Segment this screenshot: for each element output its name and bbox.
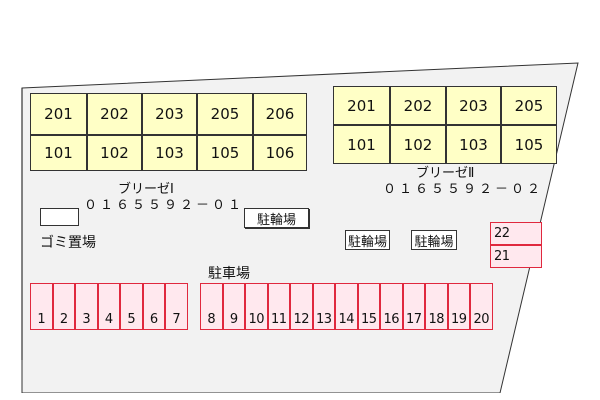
- bicycle-parking-1: 駐輪場: [244, 208, 309, 228]
- parking-stall: 7: [165, 283, 188, 330]
- parking-stall: 20: [470, 283, 493, 330]
- unit-b2-lower: 103: [446, 125, 501, 164]
- parking-stall: 11: [267, 283, 290, 330]
- bicycle-parking-2: 駐輪場: [345, 230, 390, 250]
- unit-b1-lower: 101: [30, 135, 87, 171]
- unit-b2-upper: 202: [390, 86, 446, 125]
- parking-stall: 16: [380, 283, 403, 330]
- building-2-name: ブリーゼⅡ: [416, 166, 475, 181]
- unit-b2-upper: 201: [333, 86, 390, 125]
- parking-stall-side: 22: [490, 222, 542, 245]
- parking-stall: 8: [200, 283, 223, 330]
- unit-b1-lower: 103: [142, 135, 197, 171]
- parking-stall: 9: [222, 283, 245, 330]
- unit-b1-upper: 206: [253, 93, 307, 135]
- unit-b2-upper: 203: [446, 86, 501, 125]
- unit-b2-lower: 101: [333, 125, 390, 164]
- trash-area-label: ゴミ置場: [40, 235, 96, 251]
- parking-stall: 6: [142, 283, 165, 330]
- building-2-code: ０１６５５９２－０２: [383, 182, 544, 197]
- parking-stall: 10: [245, 283, 268, 330]
- parking-stall: 5: [120, 283, 143, 330]
- parking-stall: 1: [30, 283, 53, 330]
- unit-b2-lower: 102: [390, 125, 446, 164]
- unit-b1-upper: 202: [87, 93, 142, 135]
- parking-stall: 12: [290, 283, 313, 330]
- parking-stall: 2: [52, 283, 75, 330]
- unit-b1-lower: 106: [253, 135, 307, 171]
- unit-b1-upper: 201: [30, 93, 87, 135]
- parking-stall: 15: [357, 283, 380, 330]
- building-1-name: ブリーゼⅠ: [118, 182, 174, 197]
- parking-stall: 13: [312, 283, 335, 330]
- unit-b1-upper: 205: [197, 93, 253, 135]
- trash-bin-marker: [40, 208, 79, 226]
- parking-stall-side: 21: [490, 245, 542, 268]
- unit-b1-lower: 102: [87, 135, 142, 171]
- parking-stall: 4: [97, 283, 120, 330]
- unit-b1-upper: 203: [142, 93, 197, 135]
- parking-stall: 18: [425, 283, 448, 330]
- unit-b1-lower: 105: [197, 135, 253, 171]
- parking-stall: 19: [447, 283, 470, 330]
- building-1-code: ０１６５５９２－０１: [84, 198, 245, 213]
- parking-stall: 17: [402, 283, 425, 330]
- bicycle-parking-3: 駐輪場: [411, 230, 457, 250]
- unit-b2-upper: 205: [501, 86, 557, 125]
- parking-label: 駐車場: [208, 266, 250, 282]
- parking-stall: 14: [335, 283, 358, 330]
- parking-stall: 3: [75, 283, 98, 330]
- unit-b2-lower: 105: [501, 125, 557, 164]
